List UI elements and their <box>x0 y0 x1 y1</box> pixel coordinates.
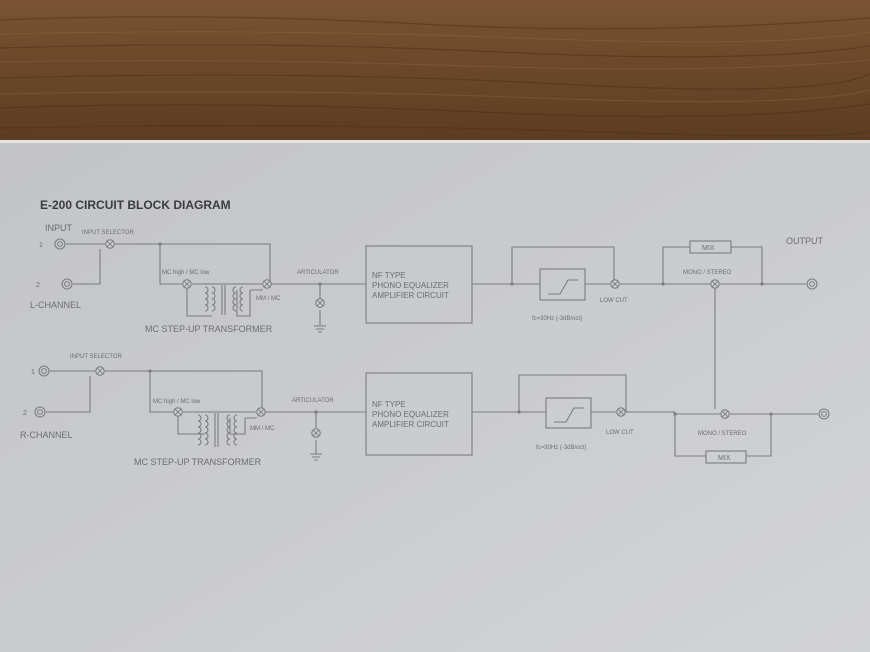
wood-table <box>0 0 870 142</box>
svg-text:NF TYPE: NF TYPE <box>372 271 406 280</box>
svg-text:MONO / STEREO: MONO / STEREO <box>683 270 732 276</box>
r-mono-stereo-switch[interactable] <box>720 409 730 419</box>
r-input-selector-label: INPUT SELECTOR <box>70 354 122 360</box>
l-mono-stereo-switch[interactable] <box>710 279 720 289</box>
r-phono-equalizer-box <box>365 372 473 456</box>
diagram-title: E-200 CIRCUIT BLOCK DIAGRAM <box>40 198 231 212</box>
output-label: OUTPUT <box>786 236 824 246</box>
svg-text:PHONO EQUALIZER: PHONO EQUALIZER <box>372 281 449 290</box>
l-low-cut-filter-box <box>539 268 586 301</box>
l-input-selector-label: INPUT SELECTOR <box>82 230 134 236</box>
l-channel-label: L-CHANNEL <box>30 300 81 310</box>
svg-text:MIX: MIX <box>702 245 715 252</box>
r-input-selector-switch[interactable] <box>95 366 105 376</box>
svg-text:MIX: MIX <box>718 455 731 462</box>
r-low-cut-filter-box <box>545 397 592 429</box>
input-label: INPUT <box>45 223 73 233</box>
svg-text:fc=30Hz (-3dB/oct): fc=30Hz (-3dB/oct) <box>536 445 586 451</box>
l-input-selector-switch[interactable] <box>105 239 115 249</box>
l-mix-box <box>689 240 732 254</box>
r-articulator-switch[interactable] <box>311 428 321 438</box>
svg-text:1: 1 <box>31 369 35 376</box>
svg-text:1: 1 <box>39 242 43 249</box>
r-channel-block: INPUT SELECTOR 1 2 R-CHANNEL MC high / M… <box>20 354 830 467</box>
svg-text:ARTICULATOR: ARTICULATOR <box>292 398 334 404</box>
svg-text:AMPLIFIER CIRCUIT: AMPLIFIER CIRCUIT <box>372 291 449 300</box>
svg-text:LOW CUT: LOW CUT <box>606 430 634 436</box>
svg-text:MC STEP-UP TRANSFORMER: MC STEP-UP TRANSFORMER <box>145 324 273 334</box>
r-step-up-transformer-icon <box>197 413 238 447</box>
svg-text:ARTICULATOR: ARTICULATOR <box>297 270 339 276</box>
svg-text:LOW CUT: LOW CUT <box>600 298 628 304</box>
silver-panel <box>0 142 870 652</box>
svg-text:fc=30Hz (-3dB/oct): fc=30Hz (-3dB/oct) <box>532 316 582 322</box>
svg-text:MONO / STEREO: MONO / STEREO <box>698 431 747 437</box>
svg-text:MC STEP-UP TRANSFORMER: MC STEP-UP TRANSFORMER <box>134 457 262 467</box>
r-mm-mc-switch[interactable] <box>256 407 266 417</box>
r-channel-label: R-CHANNEL <box>20 430 73 440</box>
svg-text:MC high / MC low: MC high / MC low <box>162 270 210 276</box>
svg-text:AMPLIFIER CIRCUIT: AMPLIFIER CIRCUIT <box>372 420 449 429</box>
svg-text:PHONO EQUALIZER: PHONO EQUALIZER <box>372 410 449 419</box>
svg-text:2: 2 <box>23 410 27 417</box>
r-mc-high-low-switch[interactable] <box>173 407 183 417</box>
svg-text:MM / MC: MM / MC <box>250 426 275 432</box>
r-mix-box <box>705 450 747 464</box>
l-channel-block: INPUT INPUT SELECTOR 1 2 L-CHANNEL MC hi… <box>30 223 824 334</box>
l-step-up-transformer-icon <box>204 285 244 315</box>
l-low-cut-switch[interactable] <box>610 279 620 289</box>
svg-text:2: 2 <box>36 282 40 289</box>
svg-text:NF TYPE: NF TYPE <box>372 400 406 409</box>
l-mc-high-low-switch[interactable] <box>182 279 192 289</box>
l-mm-mc-switch[interactable] <box>262 279 272 289</box>
l-articulator-switch[interactable] <box>315 298 325 308</box>
r-low-cut-switch[interactable] <box>616 407 626 417</box>
svg-text:MM / MC: MM / MC <box>256 296 281 302</box>
svg-text:MC high / MC low: MC high / MC low <box>153 399 201 405</box>
